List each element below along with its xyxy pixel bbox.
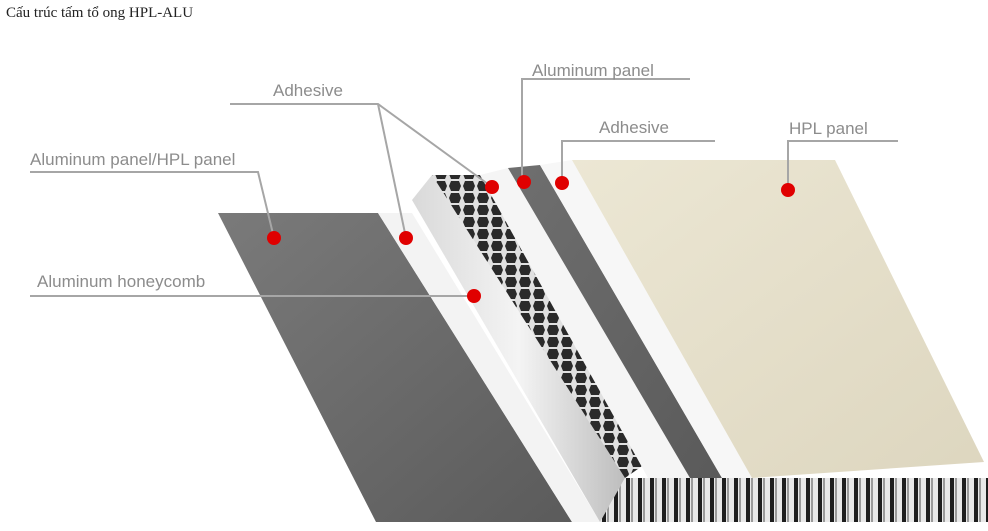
bottom-aluminum-panel [218,213,572,522]
leader-aluminum-panel [521,78,690,181]
leader-hpl-panel [787,140,898,190]
leader-aluminum-hpl-panel [30,171,275,239]
marker-aluminum-panel [517,175,531,189]
marker-hpl-panel [781,183,795,197]
label-aluminum-hpl-panel: Aluminum panel/HPL panel [30,150,235,169]
leader-adhesive-top [230,103,493,188]
marker-aluminum-hpl-panel [267,231,281,245]
page-caption: Cấu trúc tấm tổ ong HPL-ALU [6,5,194,21]
label-hpl-panel: HPL panel [789,119,868,138]
label-adhesive-top: Adhesive [273,81,343,100]
upper-adhesive-layer [480,168,690,478]
hpl-adhesive-layer [540,160,752,478]
top-aluminum-panel [508,165,722,478]
marker-adhesive-right [555,176,569,190]
hpl-panel-surface [572,160,984,478]
leader-lines [30,78,898,297]
leader-adhesive-right [561,140,715,183]
honeycomb-front-edge [600,478,988,522]
bottom-adhesive-layer [378,213,600,522]
marker-aluminum-honeycomb [467,289,481,303]
label-adhesive-right: Adhesive [599,118,669,137]
label-aluminum-honeycomb: Aluminum honeycomb [37,272,205,291]
callout-markers [267,175,795,303]
honeycomb-side-wall [412,175,625,522]
marker-adhesive-upper [485,180,499,194]
label-aluminum-panel: Aluminum panel [532,61,654,80]
marker-adhesive-lower [399,231,413,245]
honeycomb-cells [432,175,648,478]
leader-adhesive-top-branch [377,103,407,239]
